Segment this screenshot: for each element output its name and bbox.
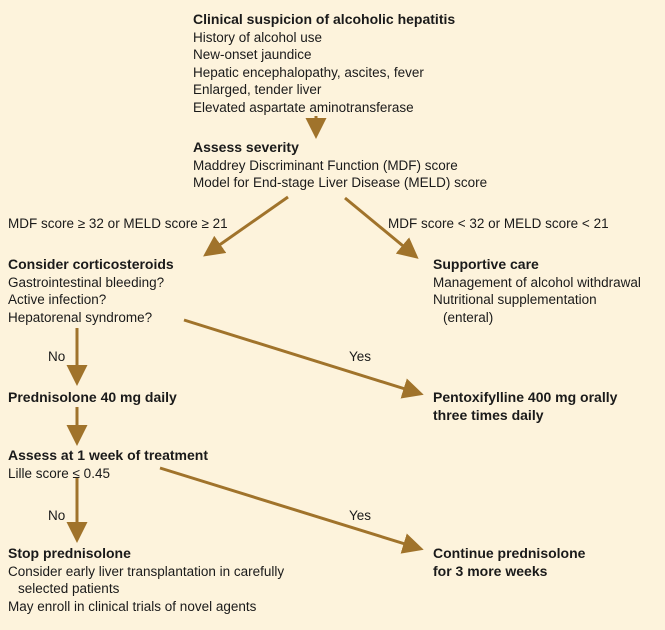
node-assess-week: Assess at 1 week of treatment Lille scor…	[8, 447, 208, 482]
node-continue-prednisolone: Continue prednisolone for 3 more weeks	[433, 545, 585, 580]
node-title: Clinical suspicion of alcoholic hepatiti…	[193, 11, 456, 27]
node-line: Maddrey Discriminant Function (MDF) scor…	[193, 157, 458, 173]
node-line: May enroll in clinical trials of novel a…	[8, 598, 257, 614]
arrow-assess-week-to-continue	[159, 466, 424, 554]
arrow-severity-to-corticosteroids	[203, 195, 289, 257]
node-title: Supportive care	[433, 256, 539, 272]
node-line: Consider early liver transplantation in …	[8, 563, 285, 579]
node-line: Hepatorenal syndrome?	[8, 309, 153, 325]
edge-label-lille-no: No	[48, 508, 66, 523]
node-line: History of alcohol use	[193, 29, 323, 45]
node-line: (enteral)	[443, 309, 494, 325]
arrow-severity-to-supportive	[344, 196, 419, 259]
arrow-corticosteroids-to-pentoxifylline	[183, 318, 424, 399]
node-line: Elevated aspartate aminotransferase	[193, 99, 414, 115]
node-title: three times daily	[433, 406, 544, 423]
node-line: Hepatic encephalopathy, ascites, fever	[193, 64, 424, 80]
node-line: selected patients	[18, 581, 120, 596]
node-supportive-care: Supportive care Management of alcohol wi…	[433, 256, 641, 326]
node-line: Gastrointestinal bleeding?	[8, 274, 165, 290]
node-pentoxifylline: Pentoxifylline 400 mg orally three times…	[433, 389, 617, 424]
node-line: Nutritional supplementation	[433, 292, 597, 307]
edge-label-lille-yes: Yes	[349, 508, 372, 523]
node-line: Active infection?	[8, 292, 107, 307]
node-title: Consider corticosteroids	[8, 256, 174, 272]
node-title: Stop prednisolone	[8, 545, 131, 561]
node-title: Prednisolone 40 mg daily	[8, 389, 177, 405]
node-clinical-suspicion: Clinical suspicion of alcoholic hepatiti…	[193, 11, 455, 116]
node-title: for 3 more weeks	[433, 562, 548, 579]
node-title: Pentoxifylline 400 mg orally	[433, 389, 618, 405]
node-title: Assess severity	[193, 139, 299, 155]
node-line: Enlarged, tender liver	[193, 82, 322, 97]
node-consider-corticosteroids: Consider corticosteroids Gastrointestina…	[8, 256, 174, 326]
node-prednisolone: Prednisolone 40 mg daily	[8, 389, 177, 407]
edge-label-mild: MDF score < 32 or MELD score < 21	[388, 216, 609, 231]
node-title: Continue prednisolone	[433, 545, 586, 561]
node-stop-prednisolone: Stop prednisolone Consider early liver t…	[8, 545, 284, 615]
edge-label-cortico-no: No	[48, 349, 66, 364]
node-title: Assess at 1 week of treatment	[8, 447, 208, 463]
node-line: Lille score ≤ 0.45	[8, 465, 110, 481]
edge-label-severe: MDF score ≥ 32 or MELD score ≥ 21	[8, 216, 228, 231]
node-line: Management of alcohol withdrawal	[433, 274, 641, 290]
edge-label-cortico-yes: Yes	[349, 349, 372, 364]
node-line: Model for End-stage Liver Disease (MELD)…	[193, 175, 488, 190]
node-assess-severity: Assess severity Maddrey Discriminant Fun…	[193, 139, 487, 192]
node-line: New-onset jaundice	[193, 47, 312, 62]
